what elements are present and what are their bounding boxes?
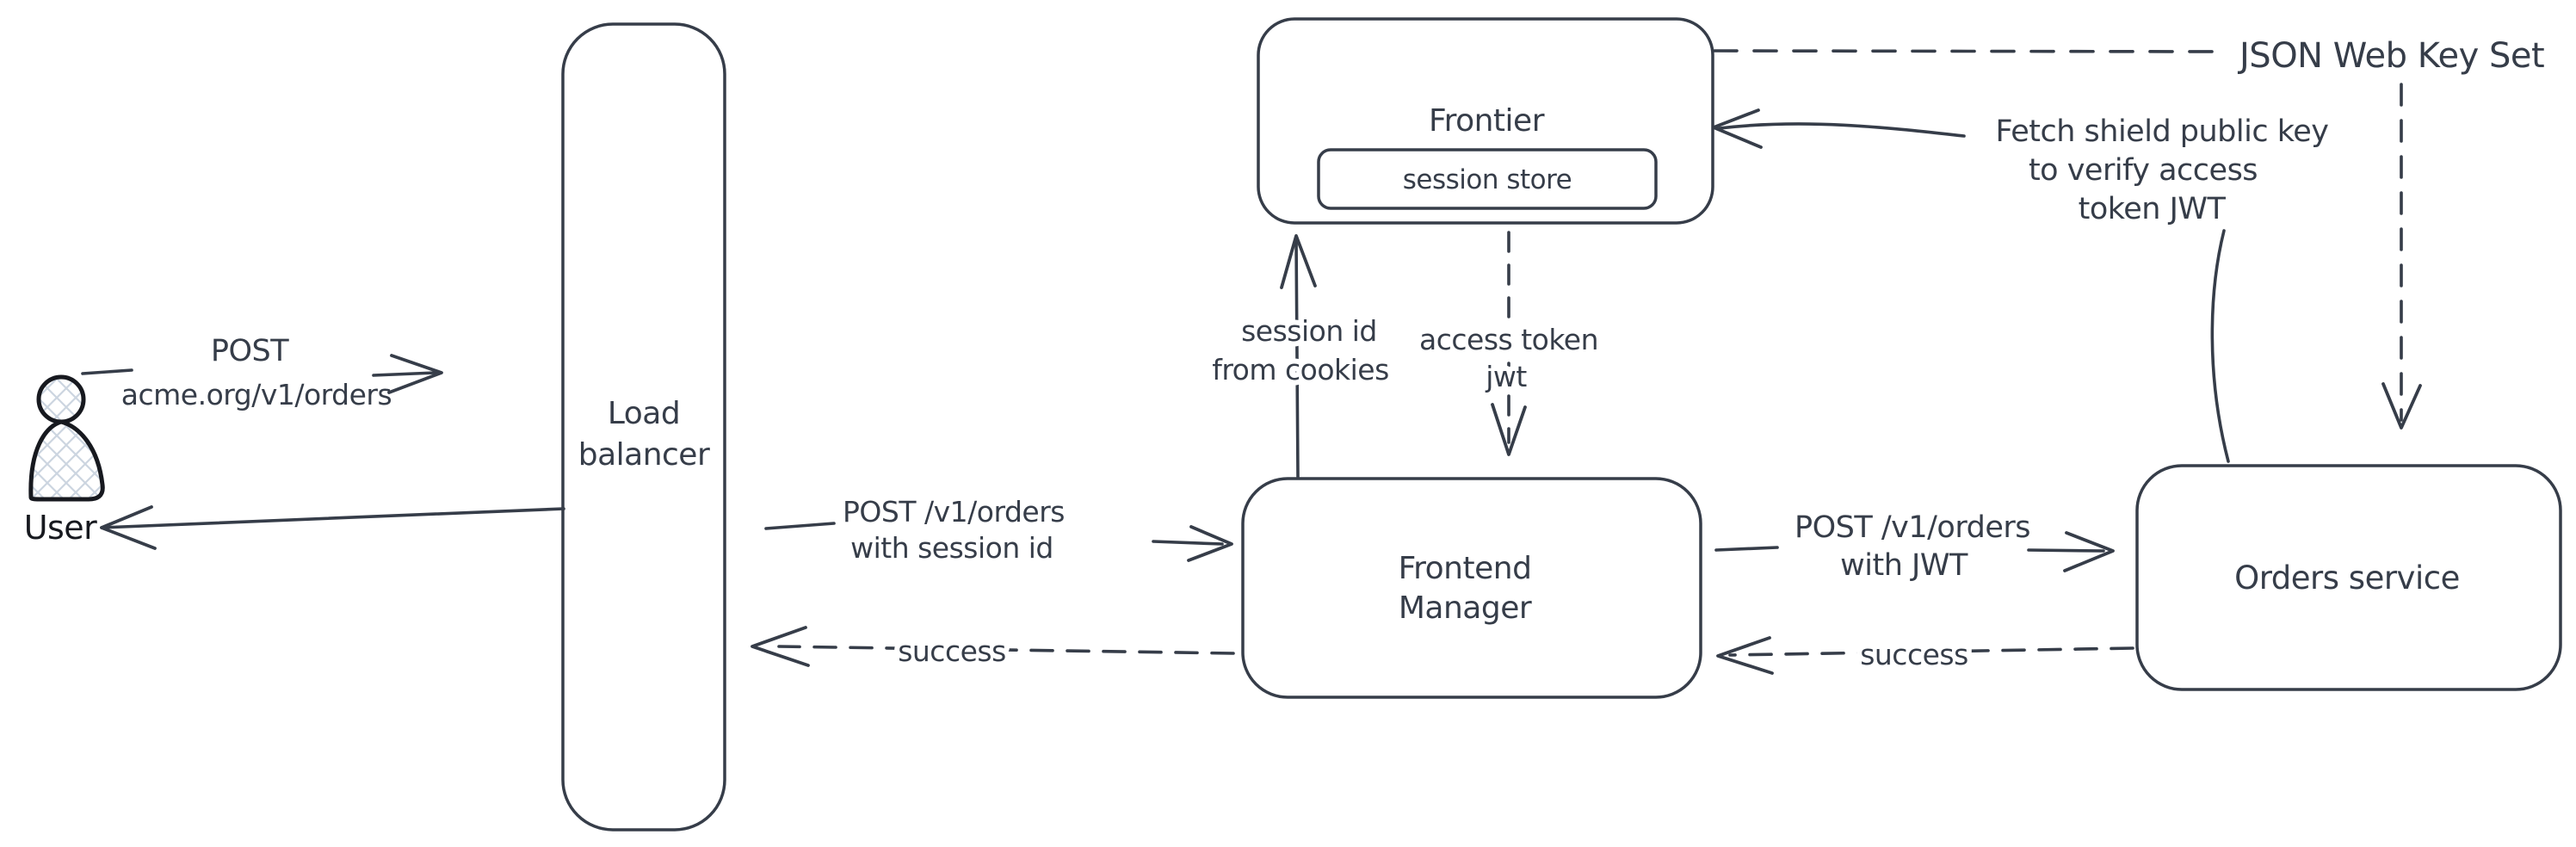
frontier-label: Frontier [1429,103,1545,139]
edge-label-fetch-shield-line2: to verify access [2029,153,2258,188]
edge-user-to-load-balancer: POST acme.org/v1/orders [81,334,443,411]
jwks-label: JSON Web Key Set [2237,36,2544,76]
frontend-manager-label-line2: Manager [1399,590,1532,626]
edge-label-success-right: success [1860,638,1968,671]
edge-label-fetch-shield-line1: Fetch shield public key [1996,114,2329,149]
edge-load-balancer-to-user [100,505,565,550]
edge-jwks-to-orders-service [2381,83,2422,430]
edge-label-with-session-id: with session id [850,531,1053,565]
edge-orders-service-to-frontend-manager-success: success [1716,633,2134,677]
arrowhead-right-icon [2063,531,2115,572]
edge-label-fetch-shield-line3: token JWT [2079,192,2227,226]
edge-label-access-token: access token [1419,323,1598,356]
edge-label-session-id: session id [1241,314,1377,348]
edge-orders-service-to-frontier-fetch-key: Fetch shield public key to verify access… [1712,108,2334,463]
edge-label-jwt: jwt [1485,360,1527,393]
load-balancer-label-line2: balancer [578,437,710,473]
frontend-manager-label-line1: Frontend [1399,551,1532,586]
arrowhead-right-icon [1187,525,1233,562]
arrowhead-down-icon [2381,382,2422,430]
edge-label-post-orders-jwt: POST /v1/orders [1795,510,2030,545]
edge-label-post: POST [211,334,289,368]
person-icon [36,374,86,424]
edge-frontend-manager-to-load-balancer-success: success [751,626,1235,673]
frontier-node: Frontier session store [1257,17,1714,225]
session-store-box [1317,148,1658,210]
frontend-manager-node: Frontend Manager [1241,477,1702,699]
edge-frontend-manager-to-frontier: session id from cookies [1207,234,1394,479]
edge-label-success-left: success [898,634,1006,668]
edge-frontier-to-frontend-manager: access token jwt [1414,231,1603,456]
frontend-manager-box [1241,477,1702,699]
edge-frontend-manager-to-orders-service: POST /v1/orders with JWT [1714,510,2115,583]
arrowhead-down-icon [1491,403,1527,456]
edge-label-post-orders: POST /v1/orders [843,495,1065,529]
arrowhead-up-icon [1280,234,1317,289]
orders-service-node: Orders service [2135,464,2562,691]
arrowhead-left-icon [751,626,810,667]
orders-service-label: Orders service [2234,560,2460,597]
edge-load-balancer-to-frontend-manager: POST /v1/orders with session id [764,495,1233,565]
edge-label-acme-url: acme.org/v1/orders [121,378,392,411]
arrowhead-right-icon [387,354,443,394]
user-node: User [24,374,105,547]
edge-frontier-to-jwks [1713,49,2229,53]
load-balancer-box [561,22,726,832]
edge-label-from-cookies: from cookies [1212,353,1389,386]
orders-service-box [2135,464,2562,691]
arrowhead-left-icon [1716,636,1774,675]
person-icon [28,419,105,502]
arrowhead-left-icon [100,505,157,550]
edge-label-with-jwt: with JWT [1840,548,1968,583]
load-balancer-node: Load balancer [561,22,726,832]
load-balancer-label-line1: Load [608,396,680,431]
session-store-label: session store [1403,164,1572,195]
arrowhead-left-icon [1712,108,1763,149]
user-label: User [24,509,97,547]
